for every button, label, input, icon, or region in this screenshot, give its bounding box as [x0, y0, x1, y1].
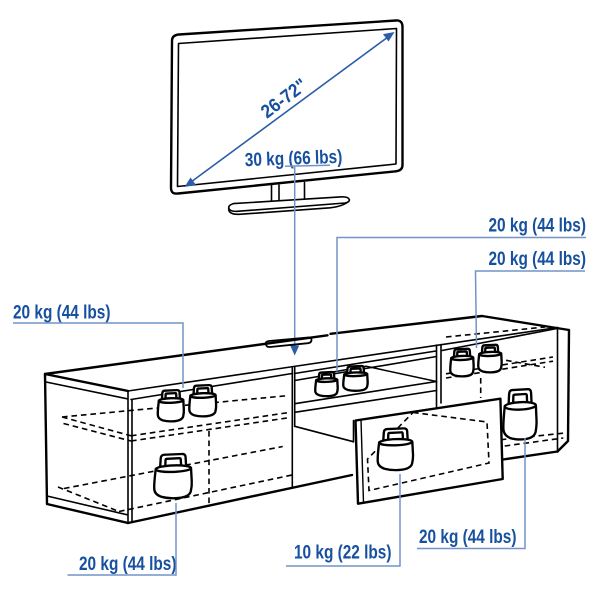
svg-text:20 kg (44 lbs): 20 kg (44 lbs)	[489, 249, 587, 270]
svg-text:10 kg (22 lbs): 10 kg (22 lbs)	[294, 543, 392, 564]
svg-text:20 kg (44 lbs): 20 kg (44 lbs)	[419, 527, 517, 548]
svg-text:20 kg (44 lbs): 20 kg (44 lbs)	[489, 216, 587, 237]
svg-text:20 kg (44 lbs): 20 kg (44 lbs)	[13, 303, 111, 324]
svg-text:20 kg (44 lbs): 20 kg (44 lbs)	[79, 554, 177, 575]
svg-text:30 kg (66 lbs): 30 kg (66 lbs)	[244, 147, 342, 171]
